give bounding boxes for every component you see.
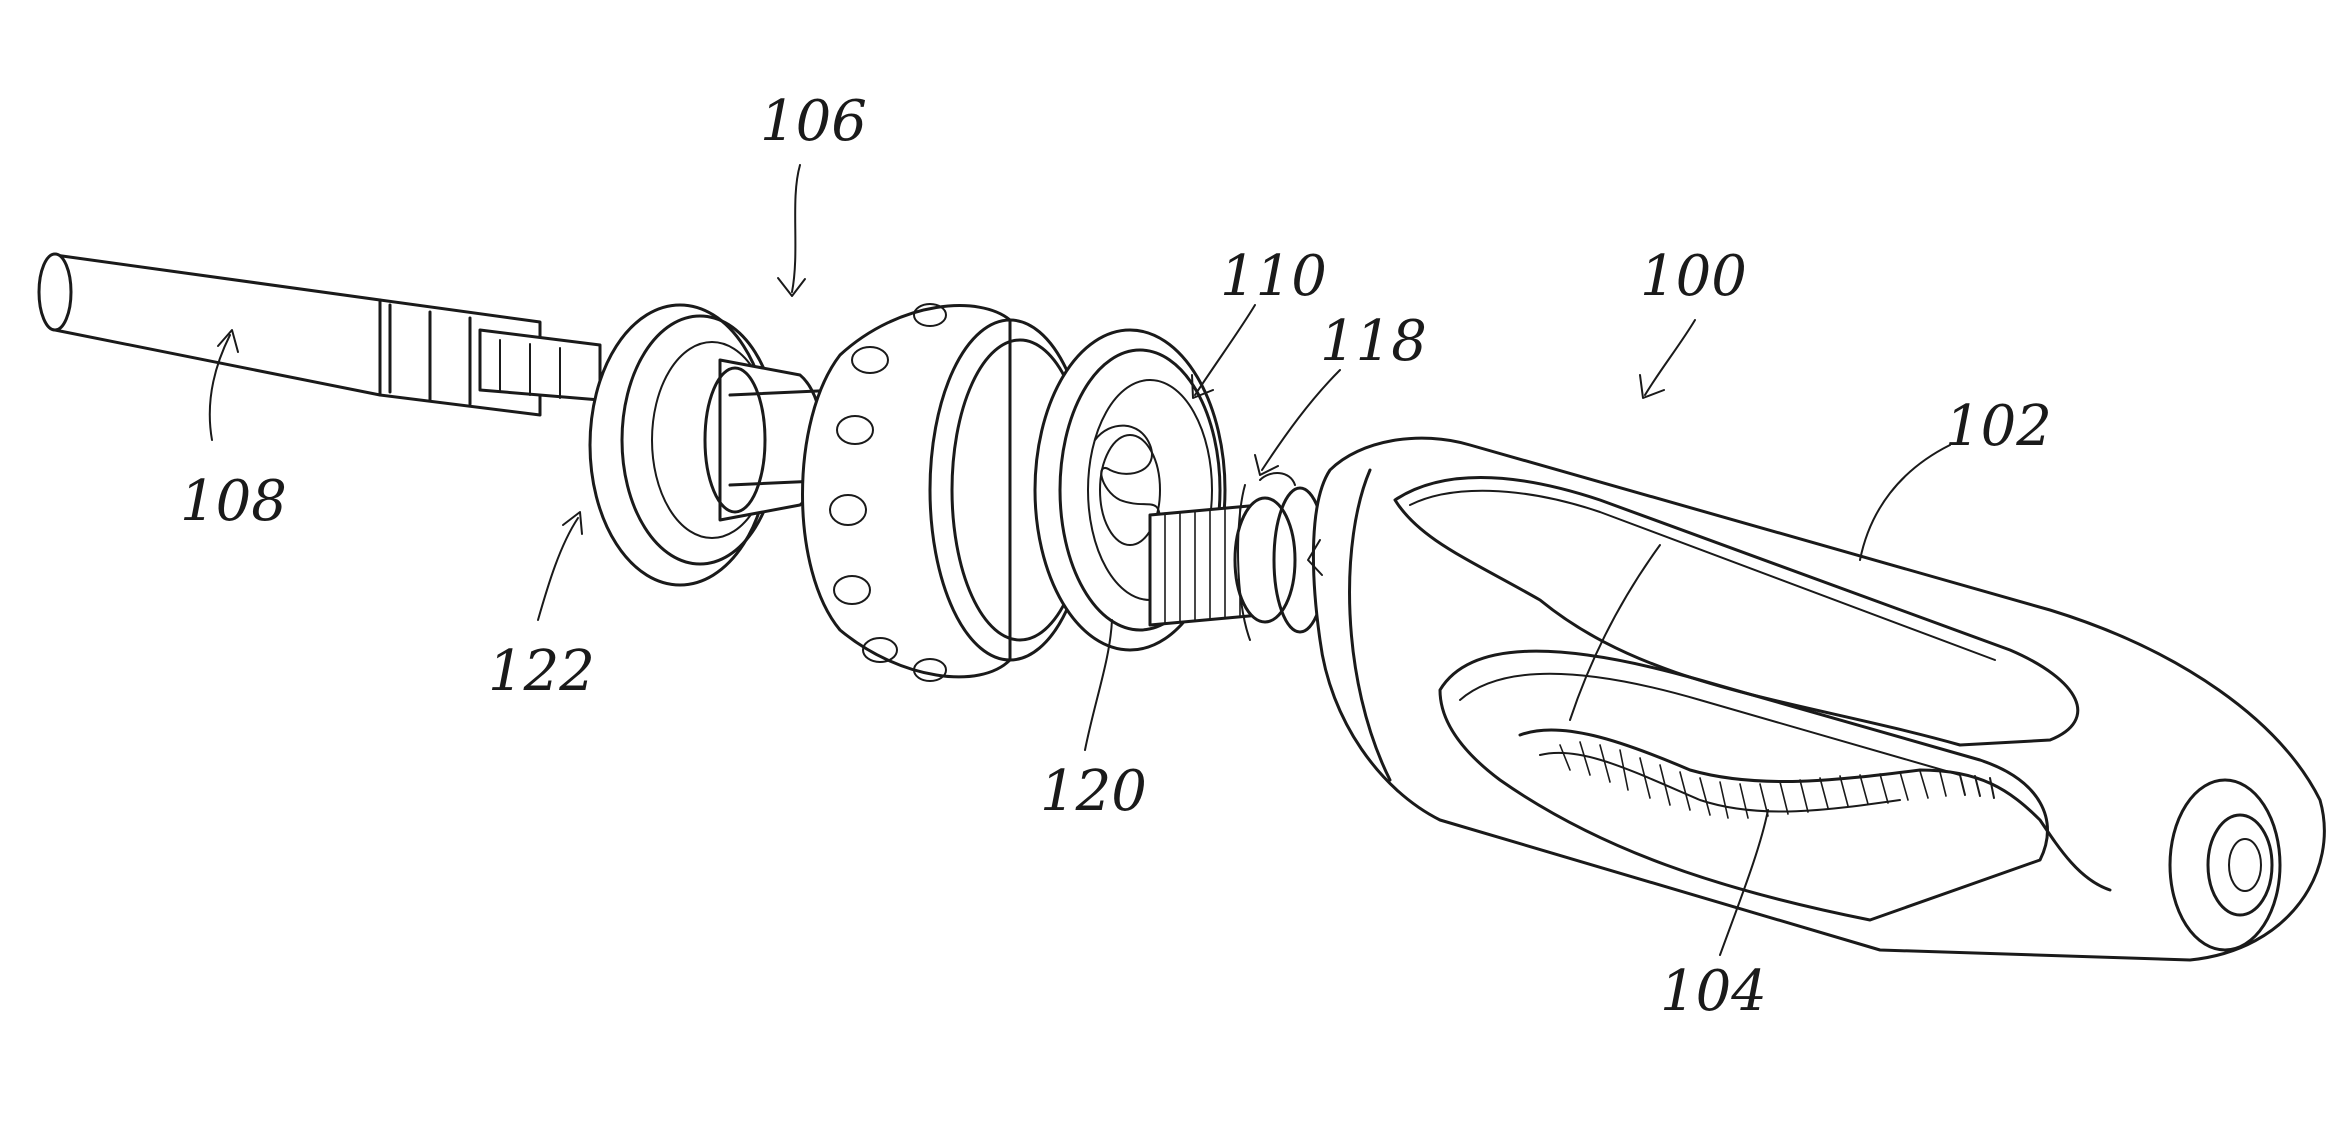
label-102: 102 (1945, 394, 2052, 459)
leader-106 (778, 165, 805, 296)
leader-100 (1640, 320, 1695, 398)
label-118: 118 (1320, 309, 1427, 374)
label-104: 104 (1660, 959, 1767, 1024)
leader-110 (1192, 305, 1255, 398)
label-120: 120 (1040, 759, 1147, 824)
leader-102 (1860, 445, 1950, 560)
leader-118 (1255, 370, 1340, 475)
label-106: 106 (760, 89, 867, 154)
label-100: 100 (1640, 244, 1747, 309)
label-110: 110 (1220, 244, 1327, 309)
label-122: 122 (488, 639, 595, 704)
shaft-108 (39, 254, 600, 415)
handle-102 (1308, 438, 2324, 960)
leader-122 (538, 512, 582, 620)
label-108: 108 (180, 469, 287, 534)
